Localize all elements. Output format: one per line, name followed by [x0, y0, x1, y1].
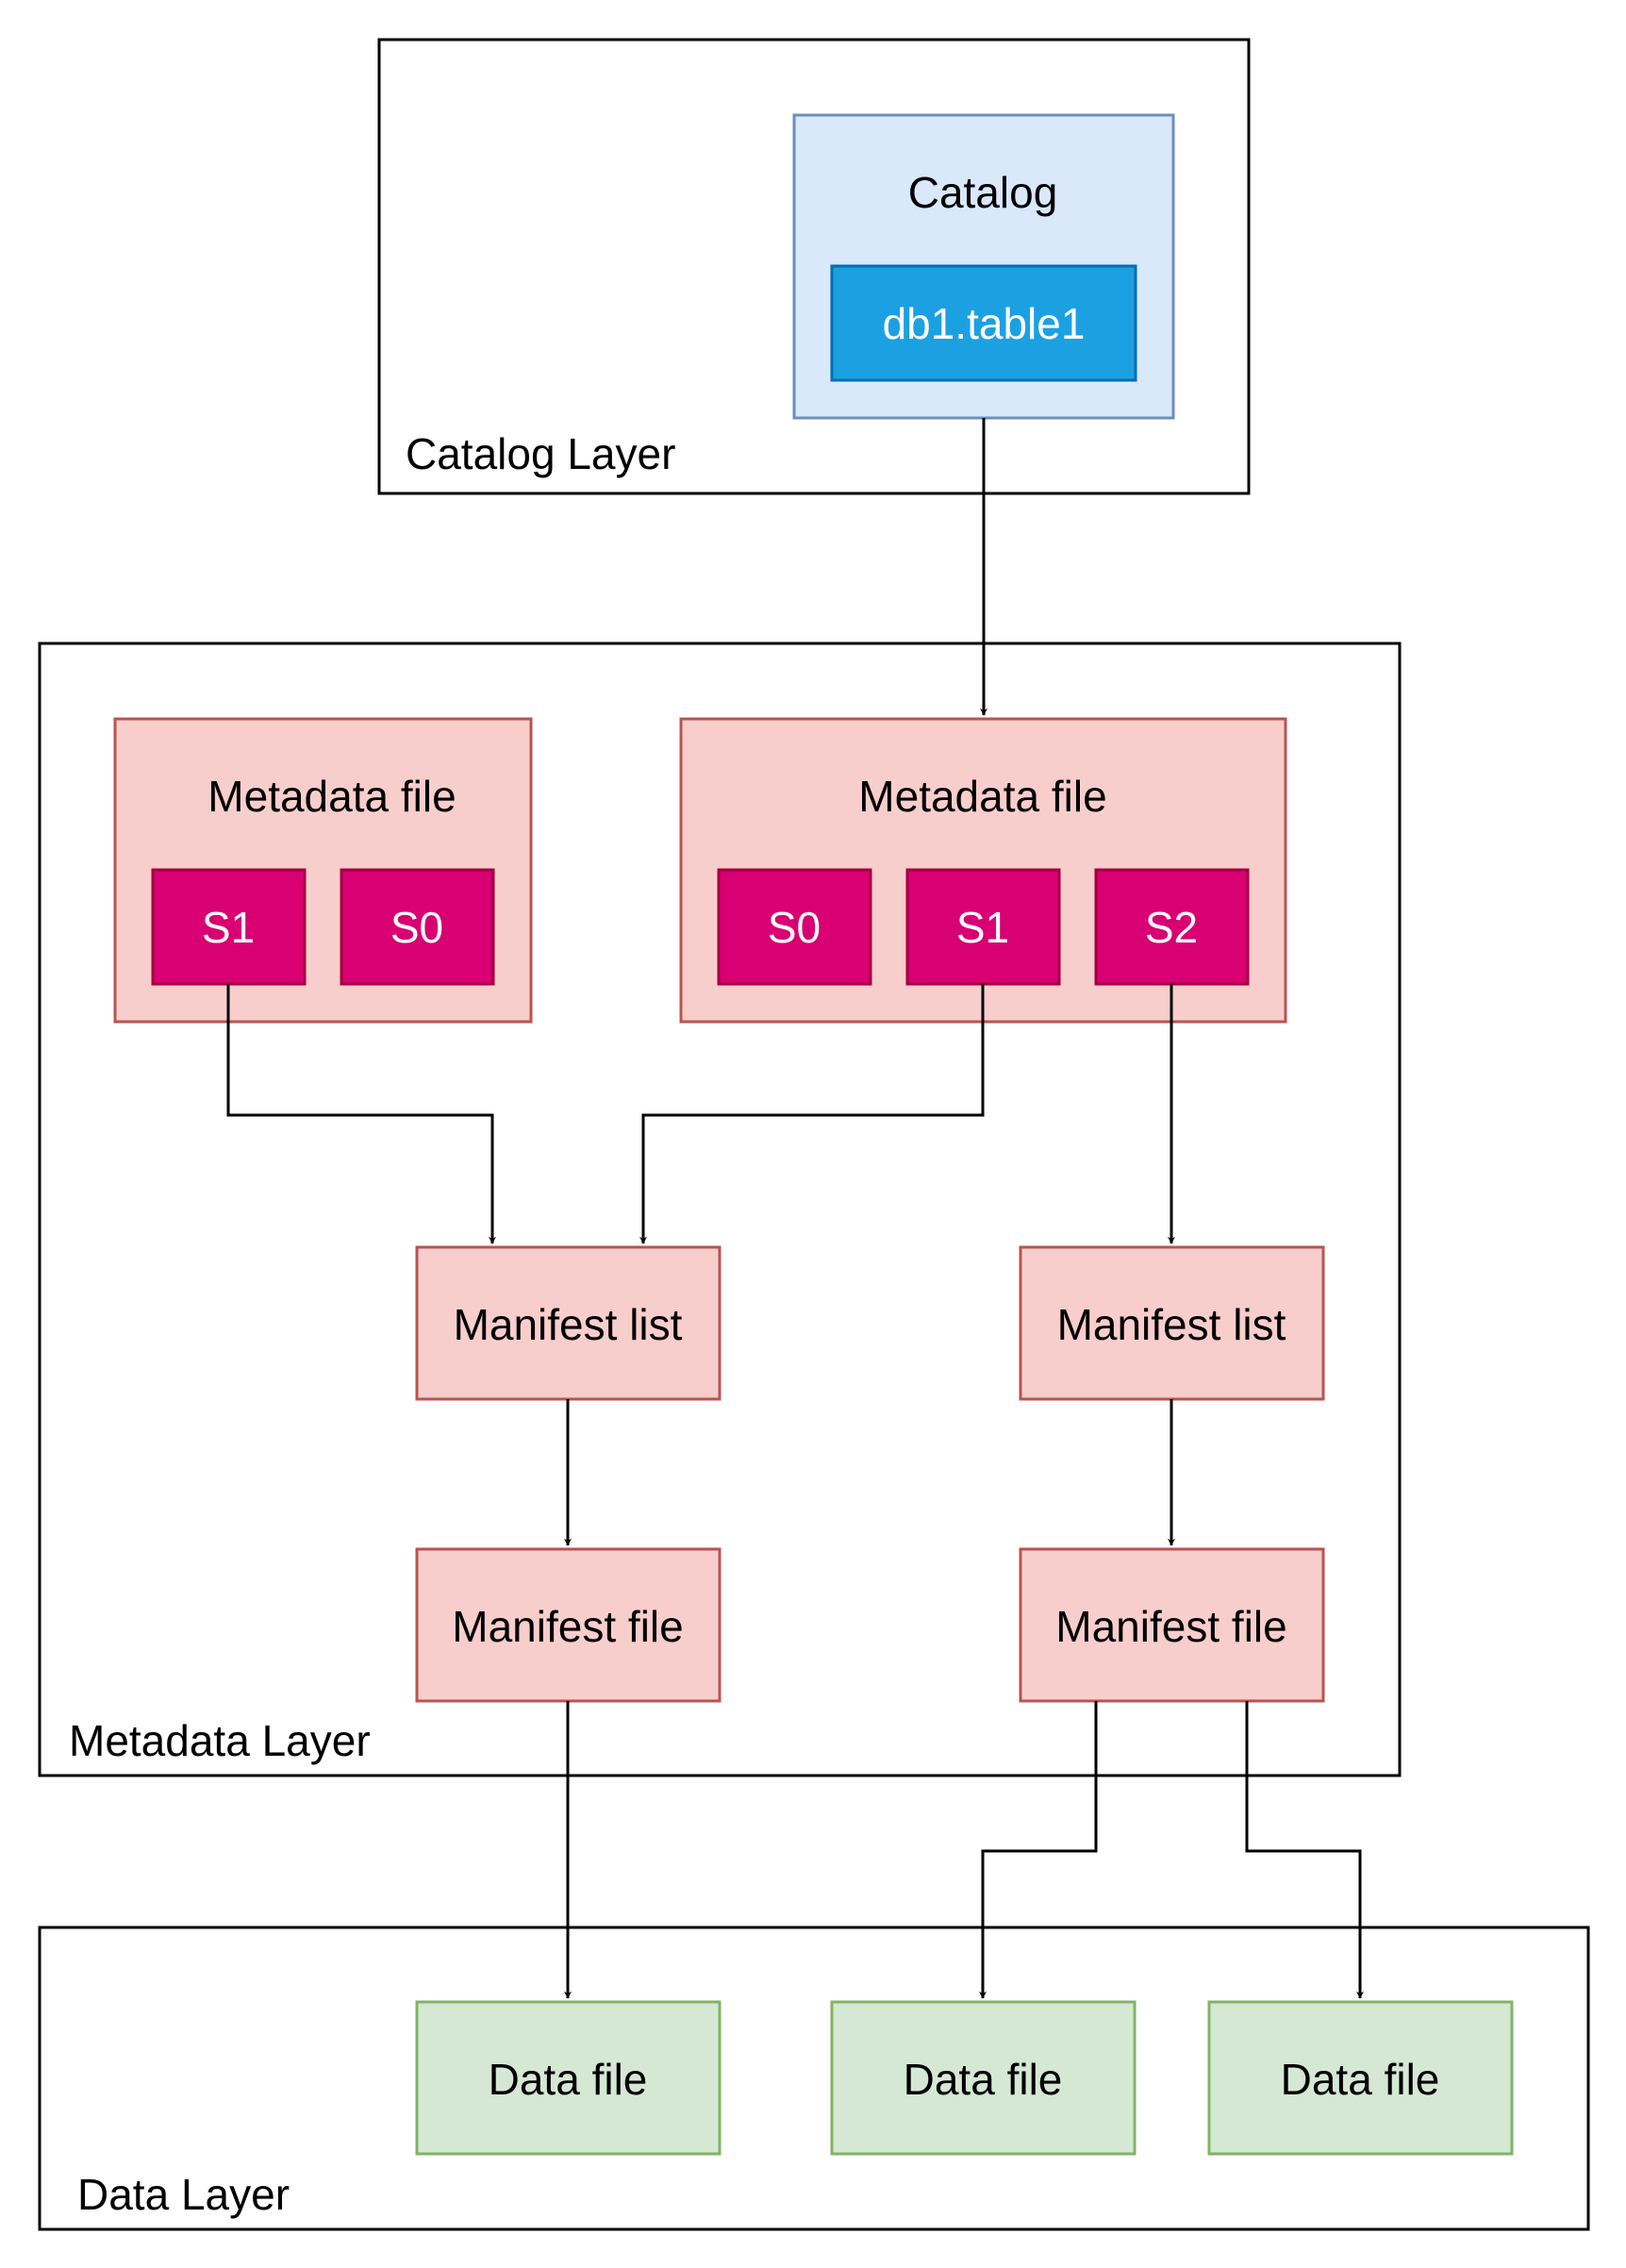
snapshot-label: S0: [768, 903, 821, 952]
metadata-file-right-title: Metadata file: [858, 772, 1106, 821]
data-file-1: Data file: [415, 2000, 722, 2156]
manifest-file-label: Manifest file: [1055, 1602, 1286, 1651]
arrow-manifest-file-to-data-file-3: [1245, 1701, 1364, 1999]
manifest-list-label: Manifest list: [454, 1300, 683, 1349]
snapshot-s1-left: S1: [151, 868, 307, 986]
data-file-label: Data file: [904, 2055, 1063, 2104]
data-layer-label: Data Layer: [77, 2170, 290, 2219]
data-file-label: Data file: [1281, 2055, 1440, 2104]
manifest-list-label: Manifest list: [1057, 1300, 1286, 1349]
connectors: [226, 418, 1364, 1999]
arrow-left-s1-to-manifest-list: [226, 984, 496, 1244]
catalog-layer: Catalog Layer: [377, 38, 1251, 495]
manifest-file-label: Manifest file: [452, 1602, 683, 1651]
snapshot-label: S2: [1145, 903, 1198, 952]
table-entry: db1.table1: [830, 264, 1137, 382]
metadata-layer: Metadata Layer: [38, 642, 1402, 1777]
metadata-file-left-title: Metadata file: [207, 772, 456, 821]
table-entry-label: db1.table1: [883, 299, 1086, 348]
manifest-file-left: Manifest file: [415, 1547, 722, 1703]
data-file-2: Data file: [830, 2000, 1137, 2156]
data-file-3: Data file: [1207, 2000, 1514, 2156]
manifest-file-right: Manifest file: [1019, 1547, 1325, 1703]
snapshot-s2-right: S2: [1094, 868, 1250, 986]
manifest-list-left: Manifest list: [415, 1245, 722, 1401]
snapshot-s0-left: S0: [340, 868, 495, 986]
arrow-manifest-file-to-data-file-2: [979, 1701, 1098, 1999]
data-file-label: Data file: [489, 2055, 648, 2104]
snapshot-s0-right: S0: [717, 868, 872, 986]
snapshot-label: S0: [390, 903, 443, 952]
snapshot-label: S1: [202, 903, 255, 952]
snapshot-s1-right: S1: [905, 868, 1061, 986]
catalog-layer-label: Catalog Layer: [406, 429, 675, 478]
manifest-list-right: Manifest list: [1019, 1245, 1325, 1401]
arrow-right-s1-to-manifest-list: [639, 984, 985, 1244]
snapshot-label: S1: [956, 903, 1009, 952]
catalog-title: Catalog: [908, 168, 1058, 217]
data-layer: Data Layer: [38, 1926, 1590, 2231]
metadata-layer-label: Metadata Layer: [69, 1716, 371, 1765]
